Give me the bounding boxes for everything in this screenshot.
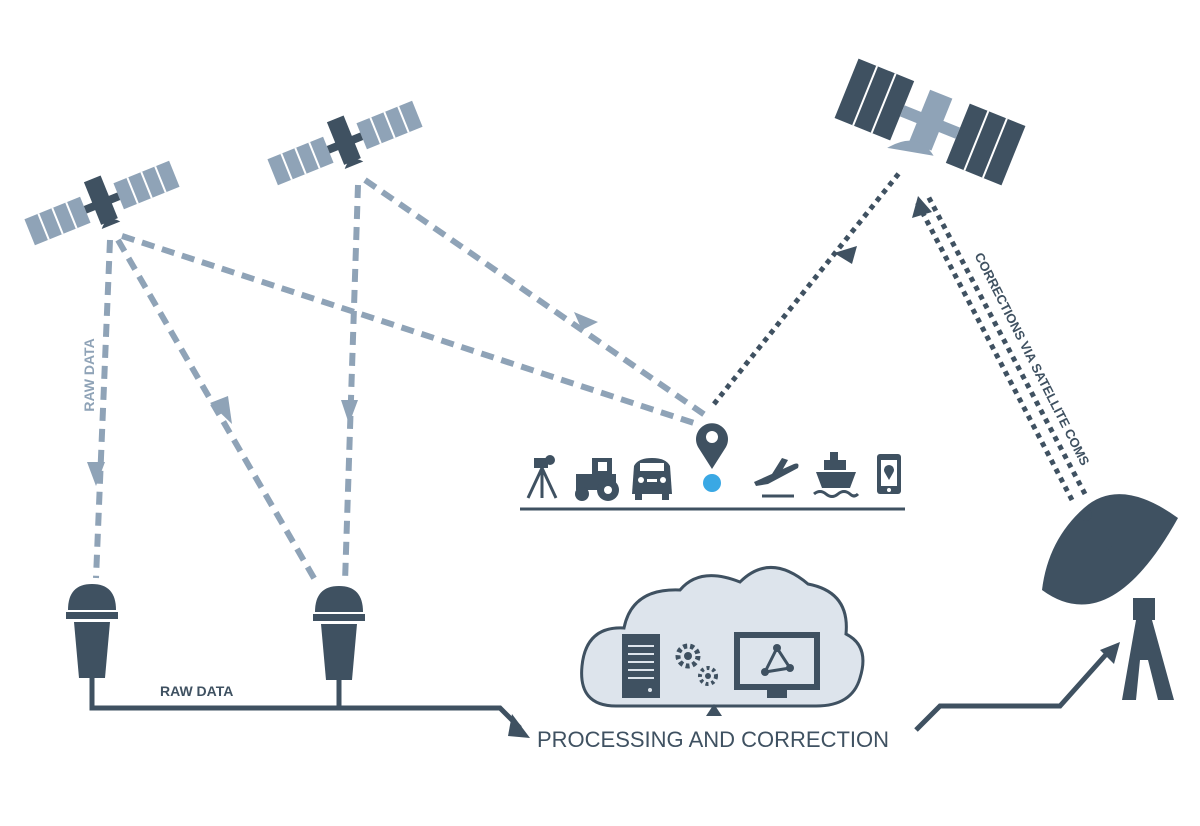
signal-arrowheads xyxy=(87,312,598,486)
airplane-icon xyxy=(754,458,799,498)
signal-line xyxy=(363,177,707,418)
ground-link-line xyxy=(89,678,522,730)
comms-paths xyxy=(712,170,1088,502)
surveyor-tripod-icon xyxy=(526,455,558,499)
satellite-icon xyxy=(267,100,423,186)
correction-line-a xyxy=(913,198,1075,502)
user-position-dot xyxy=(703,474,721,492)
location-pin-icon xyxy=(696,423,728,469)
server-icon xyxy=(622,634,660,698)
signal-paths xyxy=(93,177,707,587)
signal-line xyxy=(93,239,113,579)
corrections-label: CORRECTIONS VIA SATELLITE COMS xyxy=(972,250,1093,468)
processing-label: PROCESSING AND CORRECTION xyxy=(537,727,889,752)
satellite-dish-icon xyxy=(1042,494,1178,700)
comms-arrowheads xyxy=(834,196,932,264)
signal-line xyxy=(342,184,361,583)
signal-line xyxy=(115,238,321,587)
arrowhead xyxy=(574,312,598,330)
monitor-icon xyxy=(734,632,820,698)
arrowhead xyxy=(87,462,105,486)
arrowhead xyxy=(834,246,857,264)
arrowhead xyxy=(210,396,232,424)
arrowhead xyxy=(508,714,530,738)
arrowhead xyxy=(341,400,358,424)
car-icon xyxy=(632,458,672,500)
gnss-reference-station-icon xyxy=(66,584,118,678)
uplink-path xyxy=(914,648,1112,732)
gears-icon xyxy=(675,643,718,686)
raw-data-horizontal-label: RAW DATA xyxy=(160,683,233,699)
satellite-icon xyxy=(24,160,180,246)
gnss-reference-station-icon xyxy=(313,586,365,680)
smartphone-icon xyxy=(877,454,901,494)
signal-line xyxy=(121,233,701,428)
raw-data-vertical-label: RAW DATA xyxy=(81,338,97,411)
ground-link xyxy=(89,678,522,730)
arrowhead xyxy=(1100,642,1120,664)
communication-satellite-icon xyxy=(834,58,1026,186)
cloud-pointer xyxy=(706,704,722,716)
ship-icon xyxy=(813,452,860,498)
tractor-icon xyxy=(575,458,619,501)
uplink-line xyxy=(712,170,902,406)
correction-line-b xyxy=(925,194,1088,496)
arrowhead xyxy=(912,196,932,218)
